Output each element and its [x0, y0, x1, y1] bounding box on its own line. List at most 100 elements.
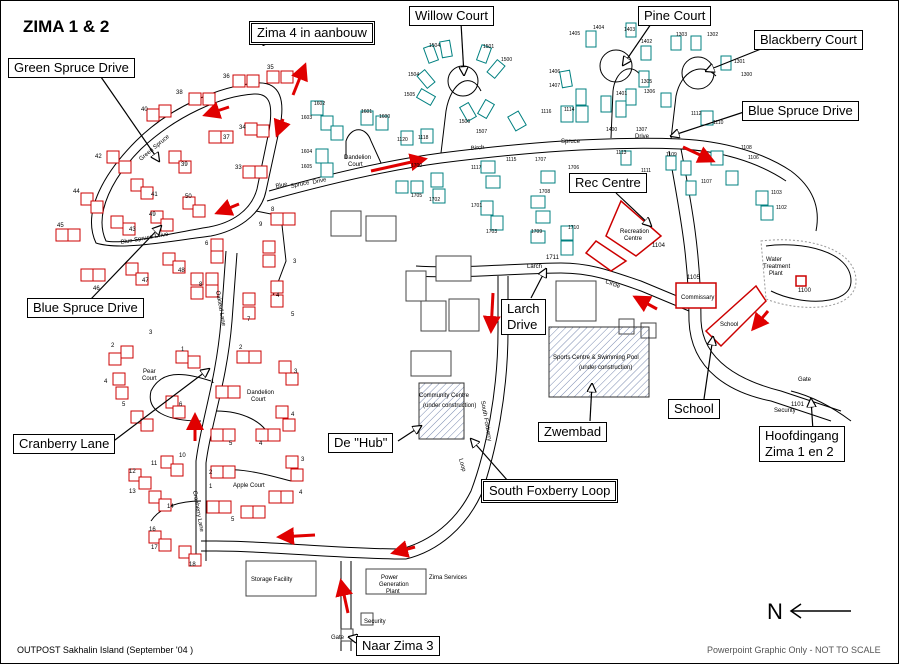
power-plant-text: Power	[381, 575, 398, 581]
svg-text:1103: 1103	[771, 190, 782, 196]
n-1100: 1100	[798, 288, 812, 294]
svg-text:1706: 1706	[568, 165, 579, 171]
building-numbers: 1504 1501 1500 1504 1505 1506 1507 1405 …	[301, 25, 787, 235]
svg-text:4: 4	[291, 412, 295, 418]
svg-text:Centre: Centre	[624, 236, 643, 242]
svg-text:38: 38	[176, 90, 183, 96]
security-bottom-text: Security	[364, 619, 386, 625]
n-1104: 1104	[652, 243, 666, 249]
svg-text:Oakleaf Lane: Oakleaf Lane	[214, 290, 226, 327]
svg-text:45: 45	[57, 223, 64, 229]
svg-text:4: 4	[259, 441, 263, 447]
gate-bottom-text: Gate	[331, 635, 345, 641]
svg-text:1305: 1305	[641, 79, 652, 85]
svg-text:6: 6	[179, 402, 183, 408]
svg-text:11: 11	[151, 461, 158, 467]
svg-text:1107: 1107	[701, 179, 712, 185]
svg-text:1113: 1113	[616, 150, 627, 156]
label-blackberry-court: Blackberry Court	[754, 30, 863, 50]
svg-text:1405: 1405	[569, 31, 580, 37]
svg-text:1705: 1705	[411, 193, 422, 199]
map-title: ZIMA 1 & 2	[23, 17, 110, 36]
under-construction-text: (under construction)	[579, 365, 632, 371]
label-zwembad: Zwembad	[538, 422, 608, 442]
svg-text:1306: 1306	[644, 89, 655, 95]
road-larch-text: Larch	[527, 264, 542, 270]
label-hoofdingang: Hoofdingang Zima 1 en 2	[759, 426, 845, 462]
svg-text:(under construction): (under construction)	[423, 403, 476, 409]
svg-text:1700: 1700	[411, 163, 422, 169]
svg-text:1117: 1117	[471, 165, 482, 171]
svg-text:1108: 1108	[741, 145, 752, 151]
svg-text:1403: 1403	[624, 27, 635, 33]
svg-text:14: 14	[167, 504, 174, 510]
svg-text:2: 2	[239, 345, 243, 351]
red-houses	[55, 70, 304, 567]
svg-text:5: 5	[291, 312, 295, 318]
svg-text:4: 4	[299, 490, 303, 496]
svg-text:1301: 1301	[734, 59, 745, 65]
svg-text:46: 46	[93, 286, 100, 292]
svg-text:Blue: Blue	[275, 181, 289, 190]
svg-text:16: 16	[149, 527, 156, 533]
svg-text:2: 2	[111, 343, 115, 349]
svg-text:Treatment: Treatment	[763, 264, 790, 270]
svg-text:1116: 1116	[541, 109, 552, 115]
svg-text:1110: 1110	[713, 120, 724, 126]
svg-text:1605: 1605	[301, 164, 312, 170]
svg-text:3: 3	[301, 457, 305, 463]
svg-text:Plant: Plant	[386, 589, 400, 595]
zima4-box: Zima 4 in aanbouw	[249, 21, 375, 45]
svg-text:1402: 1402	[641, 39, 652, 45]
svg-text:12: 12	[129, 469, 136, 475]
apple-court-text: Apple Court	[233, 483, 265, 489]
house-number-labels: 35 36 37 38 34 33 39 40 41 42 43 44 45 4…	[57, 65, 305, 568]
svg-text:1709: 1709	[531, 229, 542, 235]
svg-text:1400: 1400	[606, 127, 617, 133]
svg-text:10: 10	[179, 453, 186, 459]
label-school: School	[668, 399, 720, 419]
svg-text:1600: 1600	[379, 114, 390, 120]
svg-text:1106: 1106	[748, 155, 759, 161]
svg-text:13: 13	[129, 489, 136, 495]
svg-text:34: 34	[239, 125, 246, 131]
svg-text:8: 8	[271, 207, 275, 213]
svg-text:Court: Court	[142, 376, 157, 382]
svg-text:5: 5	[231, 517, 235, 523]
teal-buildings	[310, 22, 774, 256]
label-willow-court: Willow Court	[409, 6, 494, 26]
svg-text:1707: 1707	[535, 157, 546, 163]
svg-text:1401: 1401	[616, 91, 627, 97]
pear-court-text: Pear	[143, 369, 156, 375]
svg-text:1507: 1507	[476, 129, 487, 135]
label-larch-drive: Larch Drive	[501, 299, 546, 335]
gate-right-text: Gate	[798, 377, 812, 383]
svg-text:2: 2	[209, 470, 213, 476]
svg-text:Cranberry Lane: Cranberry Lane	[191, 490, 204, 533]
label-pine-court: Pine Court	[638, 6, 712, 26]
svg-text:37: 37	[223, 135, 230, 141]
svg-text:6: 6	[205, 241, 209, 247]
svg-text:1: 1	[211, 379, 215, 385]
svg-text:1505: 1505	[404, 92, 415, 98]
svg-text:1: 1	[181, 347, 185, 353]
school-building-text: School	[720, 322, 738, 328]
svg-text:1300: 1300	[741, 72, 752, 78]
svg-text:48: 48	[178, 268, 185, 274]
recreation-centre-text: Recreation	[620, 229, 649, 235]
svg-text:1112: 1112	[691, 111, 702, 117]
svg-text:1: 1	[209, 484, 213, 490]
community-centre-text: Community Centre	[419, 393, 470, 399]
svg-text:Birch: Birch	[471, 145, 485, 152]
svg-text:Circle: Circle	[604, 279, 621, 290]
svg-text:36: 36	[223, 74, 230, 80]
security-right-text: Security	[774, 408, 796, 414]
label-pointers	[90, 22, 813, 647]
label-blue-spruce-drive-left: Blue Spruce Drive	[27, 298, 144, 318]
sports-centre-text: Sports Centre & Swimming Pool	[553, 355, 639, 361]
svg-text:3: 3	[149, 330, 153, 336]
svg-text:1114: 1114	[564, 107, 575, 113]
svg-text:Drive: Drive	[312, 177, 328, 186]
label-naar-zima-3: Naar Zima 3	[356, 636, 440, 656]
